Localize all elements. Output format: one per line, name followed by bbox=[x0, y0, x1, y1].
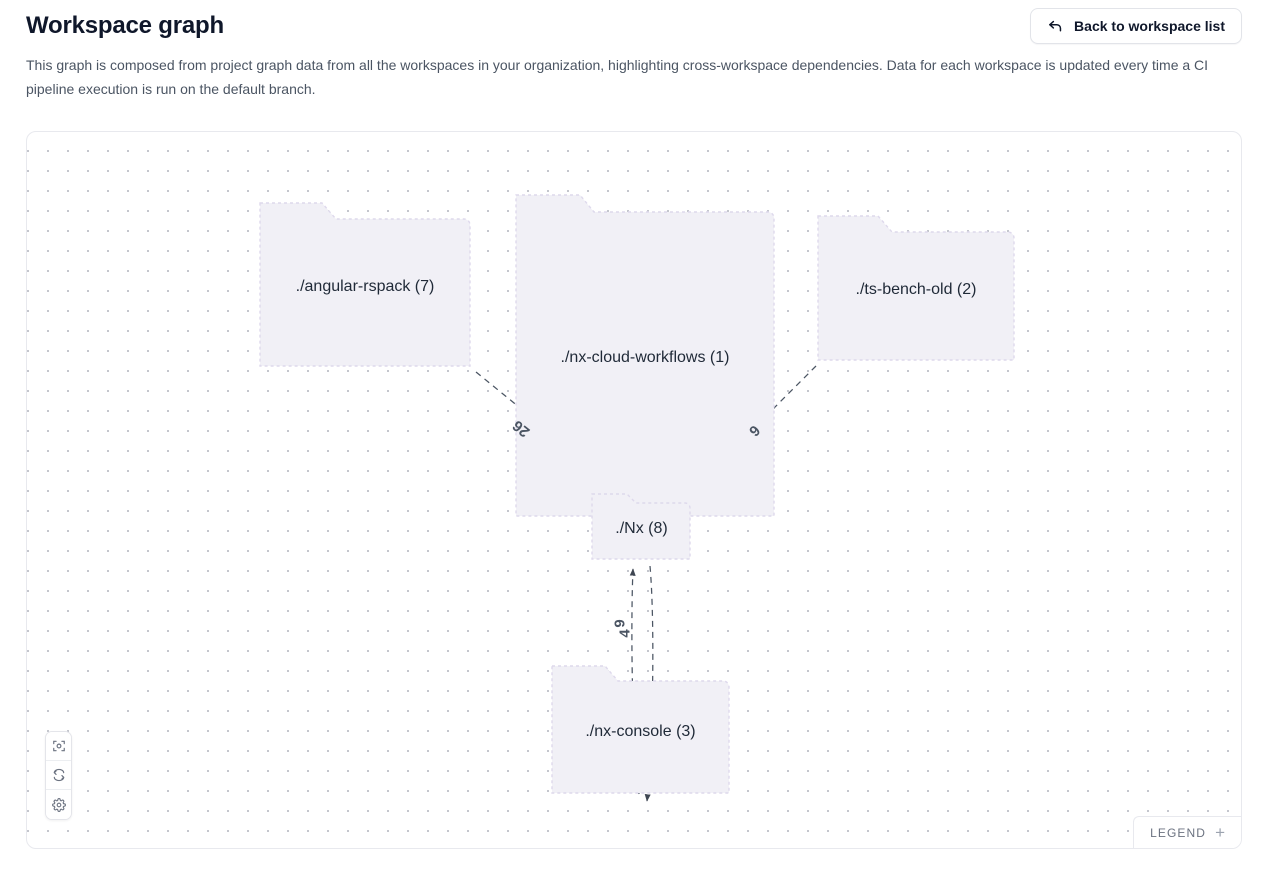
focus-graph-button[interactable] bbox=[46, 732, 71, 761]
page-title: Workspace graph bbox=[26, 12, 224, 39]
graph-settings-button[interactable] bbox=[46, 790, 71, 819]
refresh-graph-button[interactable] bbox=[46, 761, 71, 790]
graph-node-nx-console[interactable]: ./nx-console (3) bbox=[547, 661, 734, 798]
graph-node-nx-cloud-workflows[interactable]: ./nx-cloud-workflows (1) bbox=[510, 189, 780, 522]
folder-shape-icon bbox=[259, 202, 471, 367]
graph-canvas[interactable]: ./angular-rspack (7) ./nx-cloud-workflow… bbox=[26, 131, 1242, 849]
gear-icon bbox=[51, 797, 66, 812]
folder-shape-icon bbox=[817, 215, 1015, 361]
graph-controls bbox=[45, 731, 72, 820]
legend-label: LEGEND bbox=[1150, 825, 1207, 840]
folder-shape-icon bbox=[591, 493, 691, 560]
graph-node-ts-bench-old[interactable]: ./ts-bench-old (2) bbox=[812, 210, 1020, 366]
back-button-label: Back to workspace list bbox=[1074, 18, 1225, 34]
refresh-sync-icon bbox=[53, 768, 64, 782]
intro-description: This graph is composed from project grap… bbox=[26, 57, 1209, 97]
folder-shape-icon bbox=[515, 194, 775, 517]
back-to-workspace-list-button[interactable]: Back to workspace list bbox=[1030, 8, 1242, 44]
page-header: Workspace graph Back to workspace list bbox=[26, 8, 1242, 48]
legend-toggle[interactable]: LEGEND + bbox=[1133, 816, 1241, 848]
focus-target-icon bbox=[52, 740, 65, 752]
graph-node-angular-rspack[interactable]: ./angular-rspack (7) bbox=[254, 197, 476, 372]
folder-shape-icon bbox=[551, 665, 730, 794]
back-arrow-icon bbox=[1047, 18, 1064, 35]
graph-node-nx[interactable]: ./Nx (8) bbox=[589, 490, 694, 563]
plus-icon: + bbox=[1215, 823, 1225, 842]
